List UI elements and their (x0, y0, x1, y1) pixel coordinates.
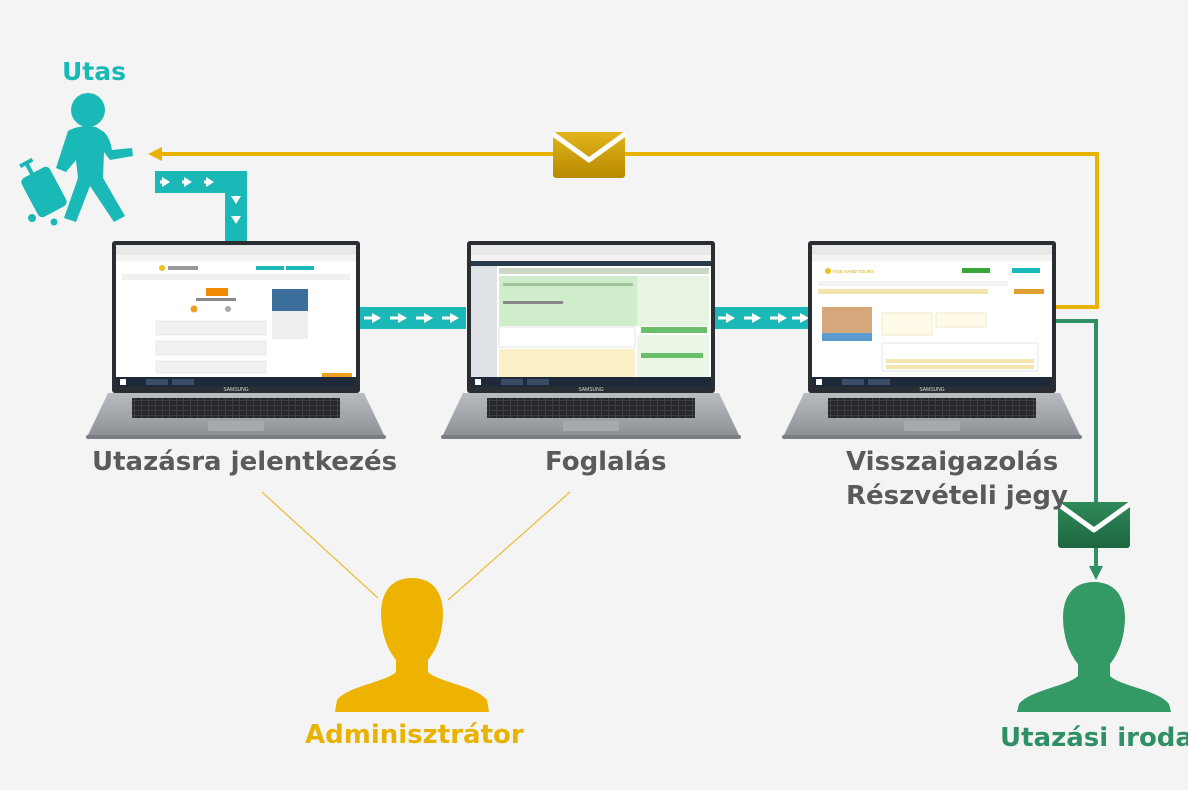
flow-confirmation-to-traveler (148, 147, 1099, 309)
laptop-brand: SAMSUNG (578, 387, 603, 393)
arrow-down-icon (231, 196, 241, 224)
screen-logo: FIVE HAND TOURS (833, 269, 874, 274)
laptop-brand: SAMSUNG (919, 387, 944, 393)
laptop-registration: SAMSUNG (86, 241, 386, 439)
flow-confirmation-to-agency (1056, 319, 1103, 580)
confirmation-label-line2: Részvételi jegy (846, 481, 1068, 511)
person-silhouette-icon (1017, 582, 1171, 712)
admin-connector-lines (261, 491, 571, 601)
envelope-icon (551, 131, 627, 178)
registration-label: Utazásra jelentkezés (92, 447, 398, 477)
flow-registration-to-booking (358, 307, 466, 329)
walking-traveler-icon (19, 93, 133, 226)
arrow-right-icon (160, 177, 214, 187)
envelope-icon (1056, 501, 1132, 548)
laptop-booking: SAMSUNG (441, 241, 741, 439)
flow-traveler-to-registration (155, 171, 247, 241)
agency-label: Utazási iroda (1000, 723, 1188, 753)
admin-label: Adminisztrátor (305, 720, 524, 750)
person-silhouette-icon (335, 578, 489, 712)
laptop-confirmation: SAMSUNG FIVE HAND TOURS (782, 241, 1082, 439)
booking-label: Foglalás (545, 447, 667, 477)
flow-booking-to-confirmation (712, 307, 812, 329)
laptop-brand: SAMSUNG (223, 387, 248, 393)
traveler-label: Utas (62, 57, 127, 86)
confirmation-label-line1: Visszaigazolás (846, 447, 1059, 477)
